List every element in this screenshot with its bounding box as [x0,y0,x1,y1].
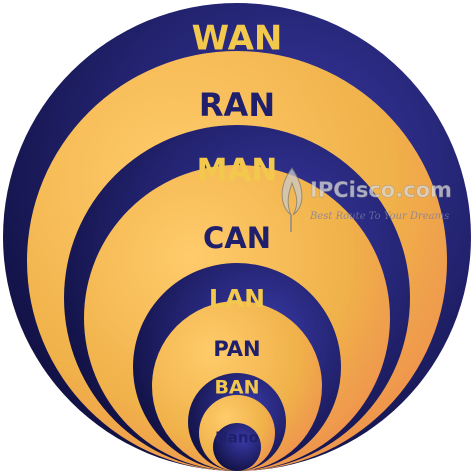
ring-core [213,423,261,471]
label-pan: PAN [213,337,260,361]
watermark-slogan: Best Route To Your Dreams [309,211,449,222]
ring-labels: WAN RAN MAN CAN LAN PAN BAN Nano [192,19,283,447]
label-nano: Nano [215,429,259,447]
label-lan: LAN [209,284,265,313]
concentric-rings [3,3,471,471]
label-ban: BAN [214,377,259,399]
label-wan: WAN [192,19,283,59]
watermark: IPCisco.com Best Route To Your Dreams [281,167,452,232]
flame-logo-icon [281,167,303,232]
label-can: CAN [203,221,271,255]
label-ran: RAN [199,86,275,124]
watermark-brand: IPCisco.com [310,178,452,202]
label-man: MAN [197,153,278,189]
